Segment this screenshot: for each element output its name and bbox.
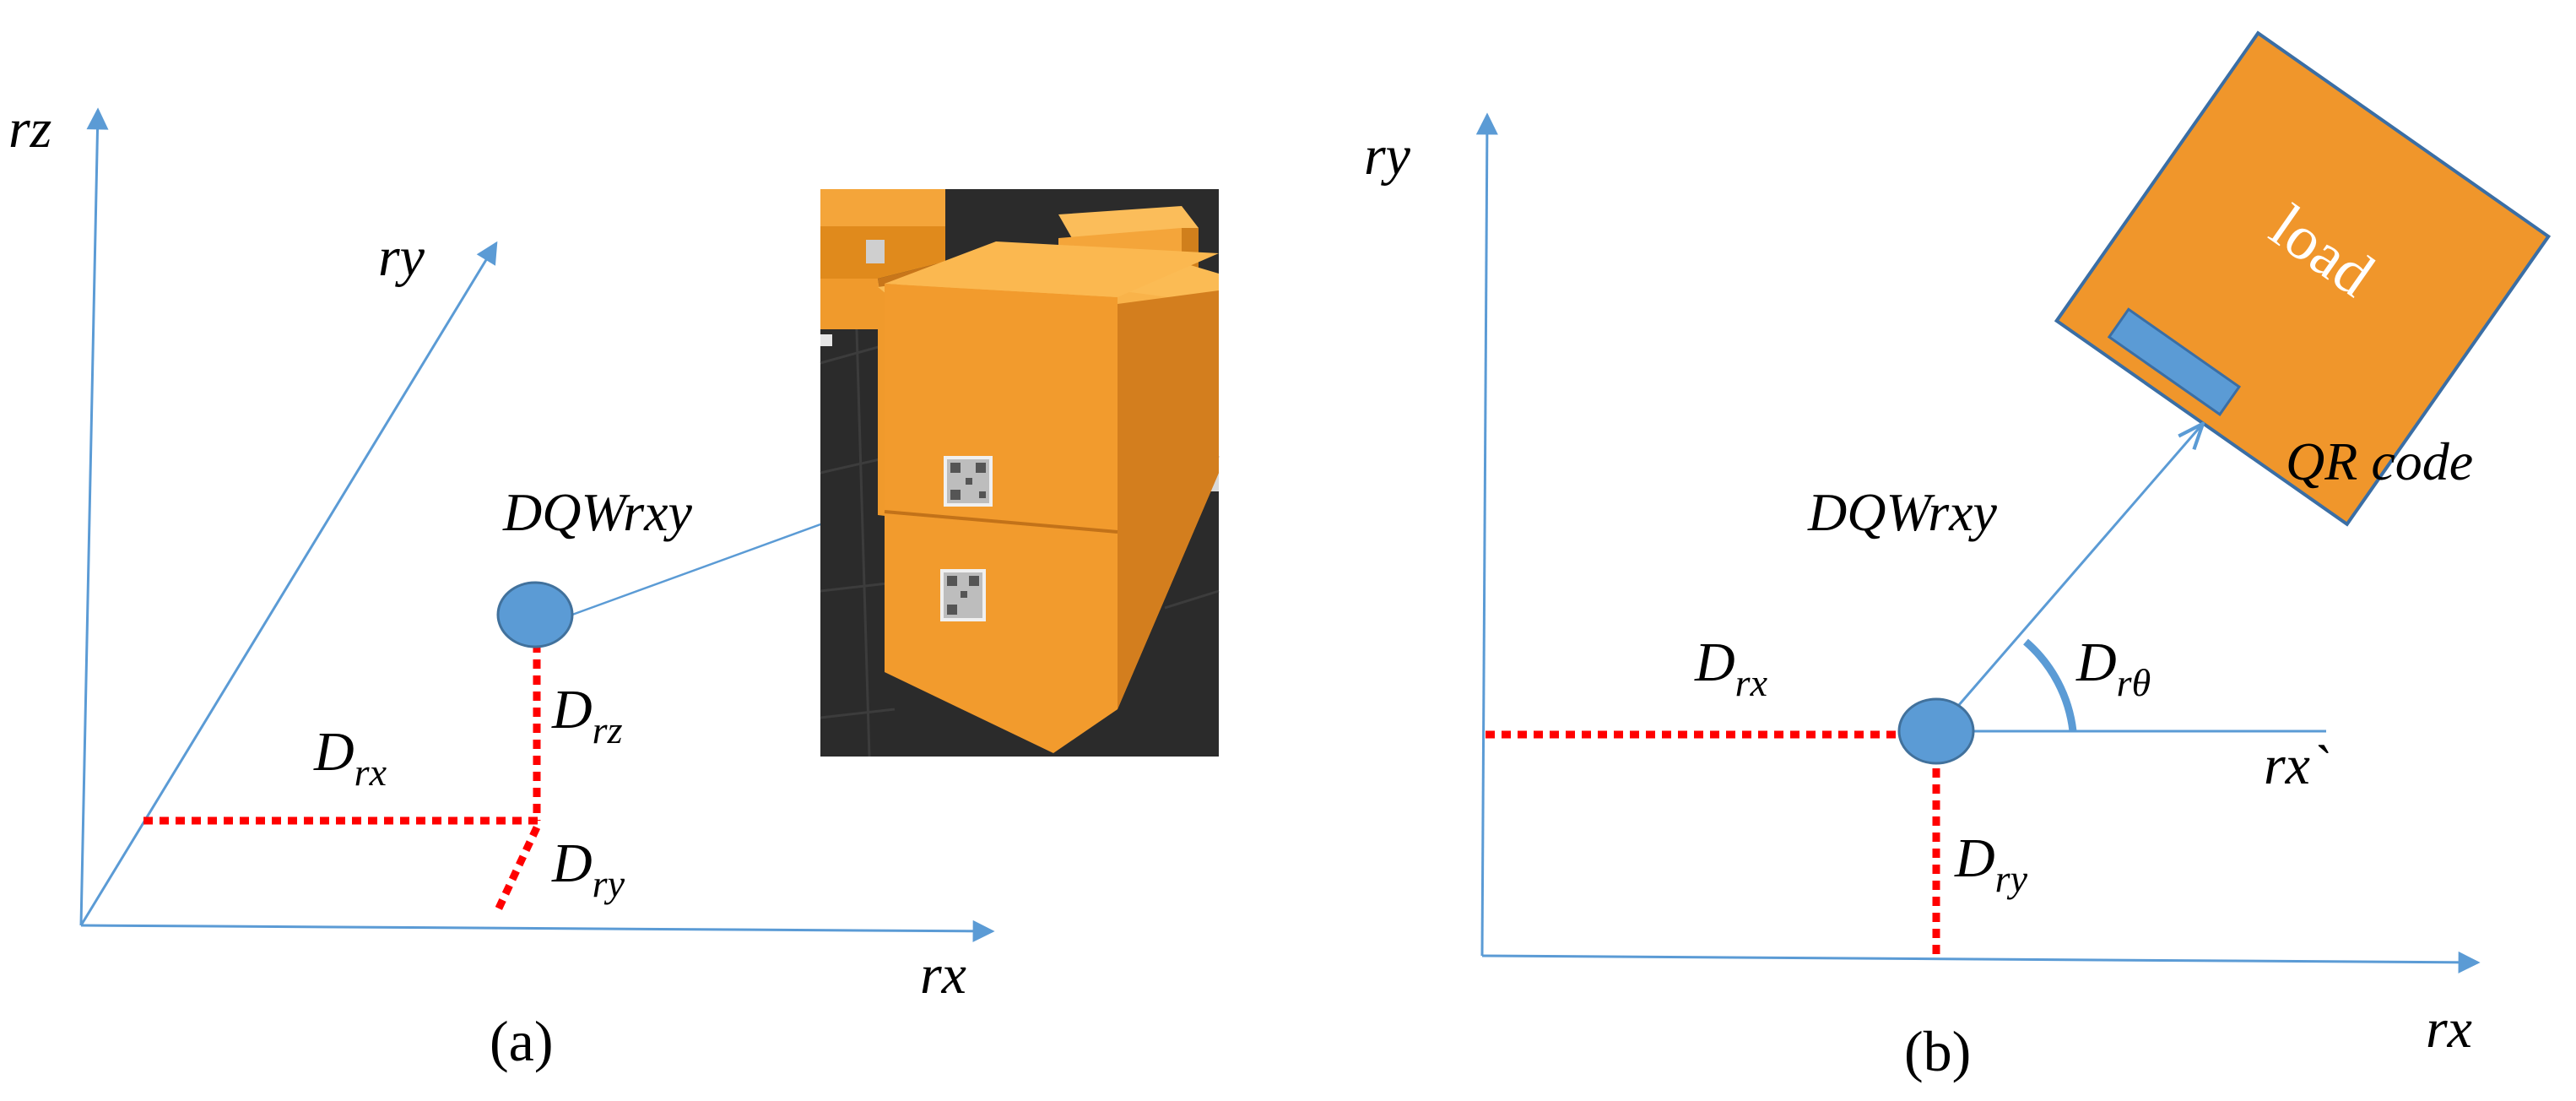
axis-label-ry-b: ry xyxy=(1364,125,1411,187)
label-d-ry-b: Dry xyxy=(1954,827,2028,900)
caption-b: (b) xyxy=(1904,1019,1971,1083)
axis-rx xyxy=(80,919,995,942)
axis-label-ry: ry xyxy=(378,226,425,288)
axis-ry-b xyxy=(1475,112,1498,957)
dqw-marker-b xyxy=(1897,697,1975,765)
load-box: load xyxy=(2054,30,2552,527)
caption-a: (a) xyxy=(490,1009,553,1073)
angle-arc-d-rtheta xyxy=(2023,638,2077,732)
axis-rz xyxy=(79,107,109,926)
label-d-ry: Dry xyxy=(551,833,625,905)
label-d-rtheta: Drθ xyxy=(2075,632,2151,704)
dqw-marker xyxy=(496,581,574,648)
axis-ry xyxy=(79,241,498,926)
marker-label: DQWrxy xyxy=(502,482,693,542)
axis-label-rx-b: rx xyxy=(2426,998,2472,1060)
label-d-rx-b: Drx xyxy=(1694,632,1768,704)
label-d-rz: Drz xyxy=(551,679,623,751)
axis-rx-b xyxy=(1481,951,2481,974)
offset-d-ry xyxy=(492,826,541,915)
axis-label-rx: rx xyxy=(920,944,966,1006)
qr-code-label: QR code xyxy=(2286,431,2473,491)
axis-label-rx-prime: rx` xyxy=(2264,735,2329,796)
heading-ray xyxy=(1935,426,2201,732)
boxes-with-qr-codes-photo xyxy=(820,188,1220,757)
panel-a: rz ry rx DQWrxy Drx Drz Dry (a) xyxy=(8,98,1220,1073)
panel-b: load ry rx rx` DQWrxy QR code Drx Drθ Dr… xyxy=(1364,30,2552,1083)
marker-label-b: DQWrxy xyxy=(1807,482,1998,542)
label-d-rx: Drx xyxy=(313,721,387,794)
qr-code-strip xyxy=(2107,307,2242,416)
axis-label-rz: rz xyxy=(8,98,51,160)
